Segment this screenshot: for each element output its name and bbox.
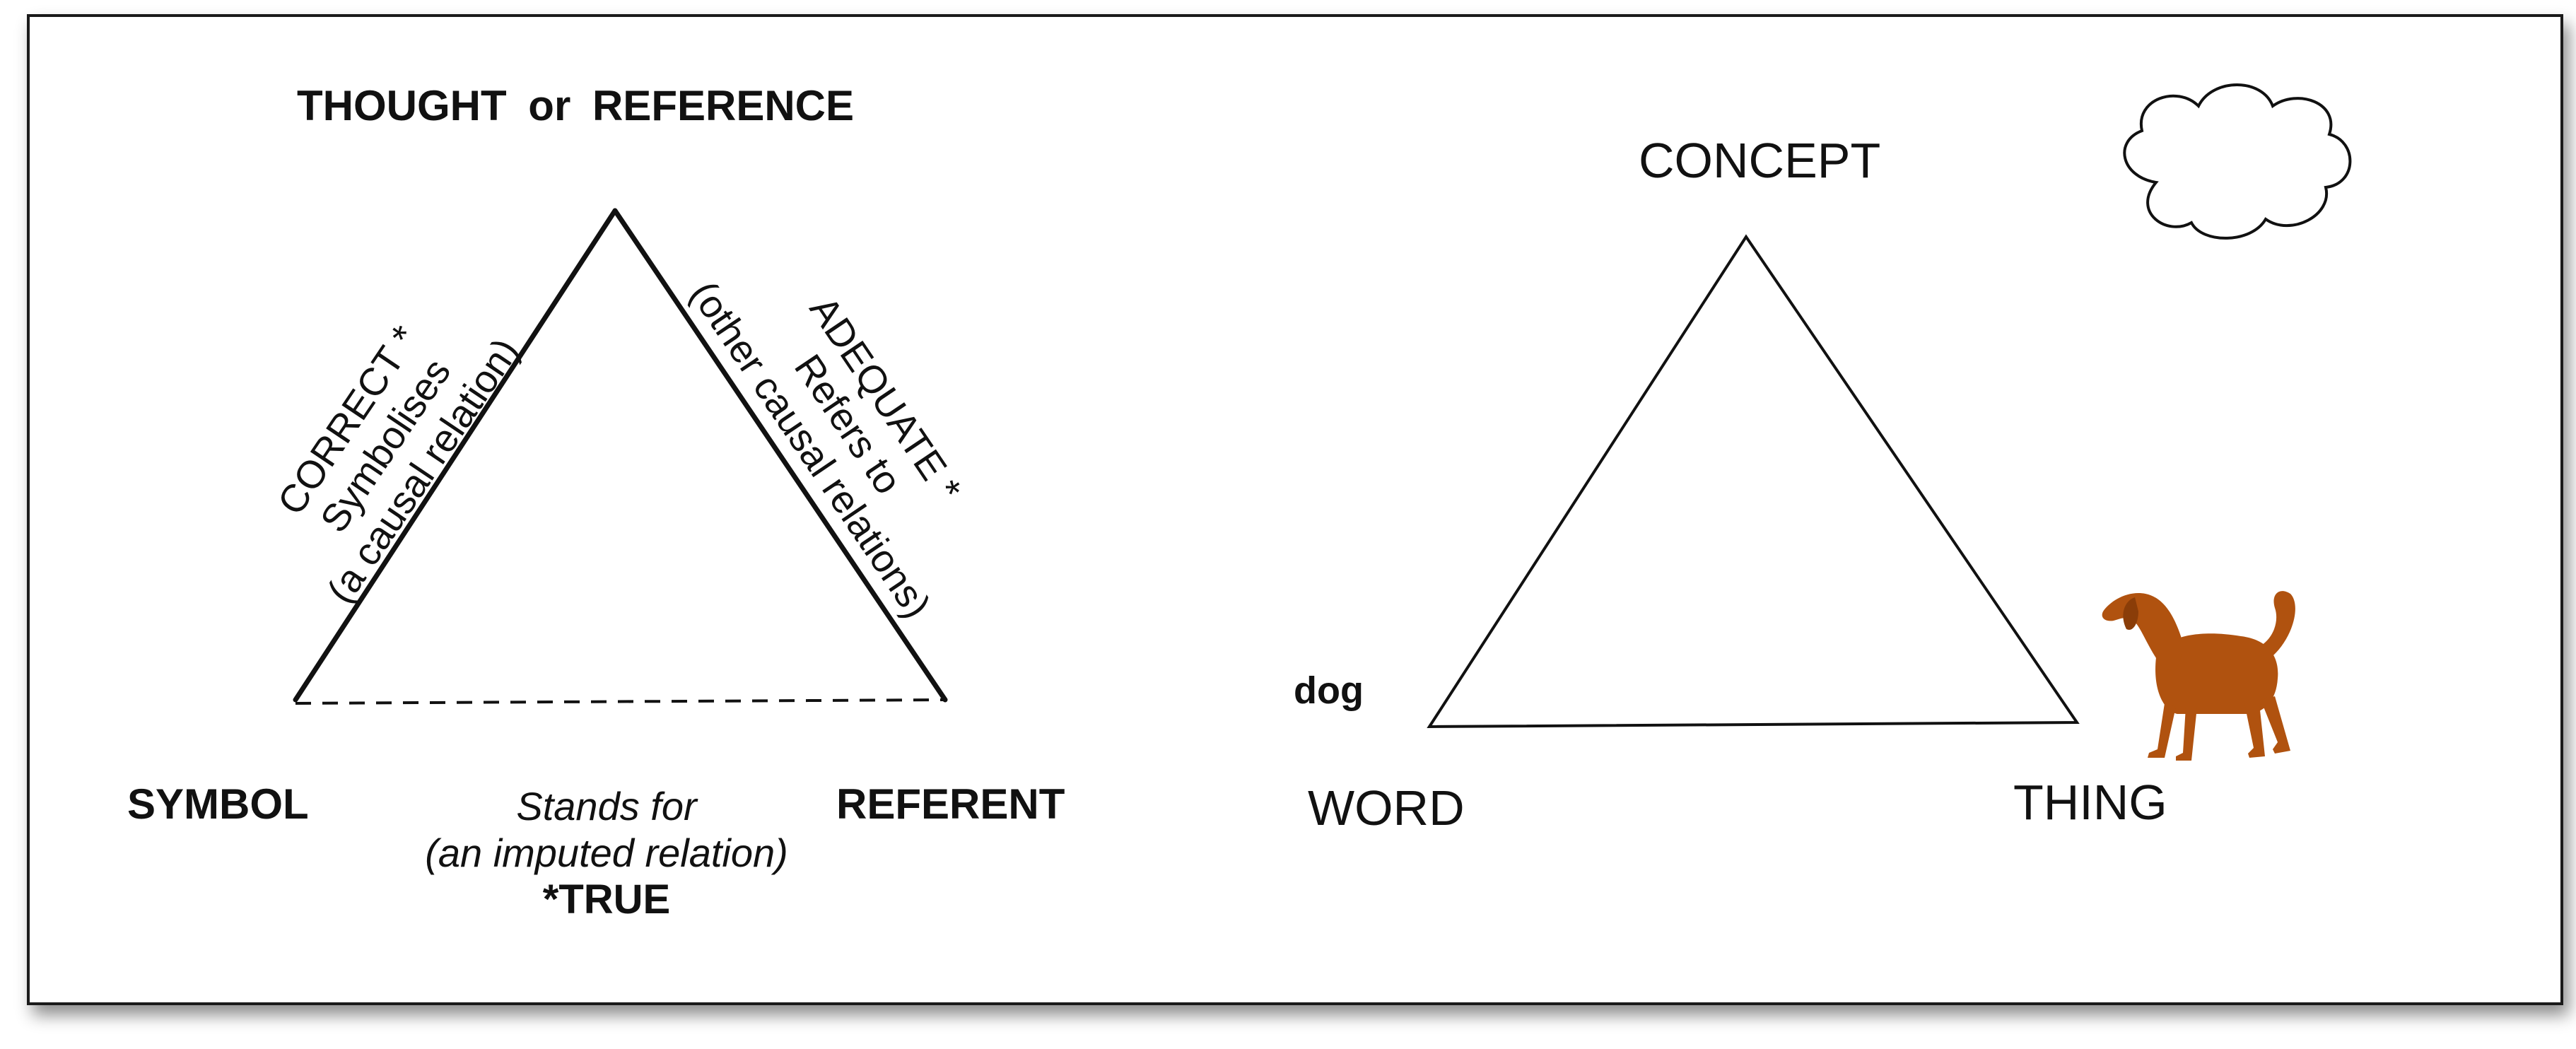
right-triangle-side-refers-to bbox=[612, 208, 948, 703]
base-label: Stands for (an imputed relation) *TRUE bbox=[425, 783, 788, 923]
cloud-icon bbox=[2123, 83, 2352, 240]
apex-label-thought-or-reference: THOUGHT or REFERENCE bbox=[297, 82, 855, 129]
symbol-label: SYMBOL bbox=[127, 780, 309, 828]
referent-label: REFERENT bbox=[836, 780, 1065, 828]
concept-label: CONCEPT bbox=[1639, 133, 1881, 188]
diagram-frame bbox=[27, 14, 2563, 1005]
base-line-stands-for: Stands for bbox=[516, 784, 697, 828]
base-line-imputed-relation: (an imputed relation) bbox=[425, 831, 788, 875]
base-dashed-stands-for bbox=[295, 698, 946, 705]
word-example-dog: dog bbox=[1294, 669, 1364, 712]
thing-label: THING bbox=[2013, 775, 2167, 830]
base-line-true: *TRUE bbox=[542, 877, 671, 922]
left-triangle-side-symbolises bbox=[293, 208, 618, 703]
concept-triangle bbox=[1427, 234, 2080, 729]
word-label: WORD bbox=[1308, 780, 1465, 836]
dog-icon bbox=[2102, 591, 2295, 761]
